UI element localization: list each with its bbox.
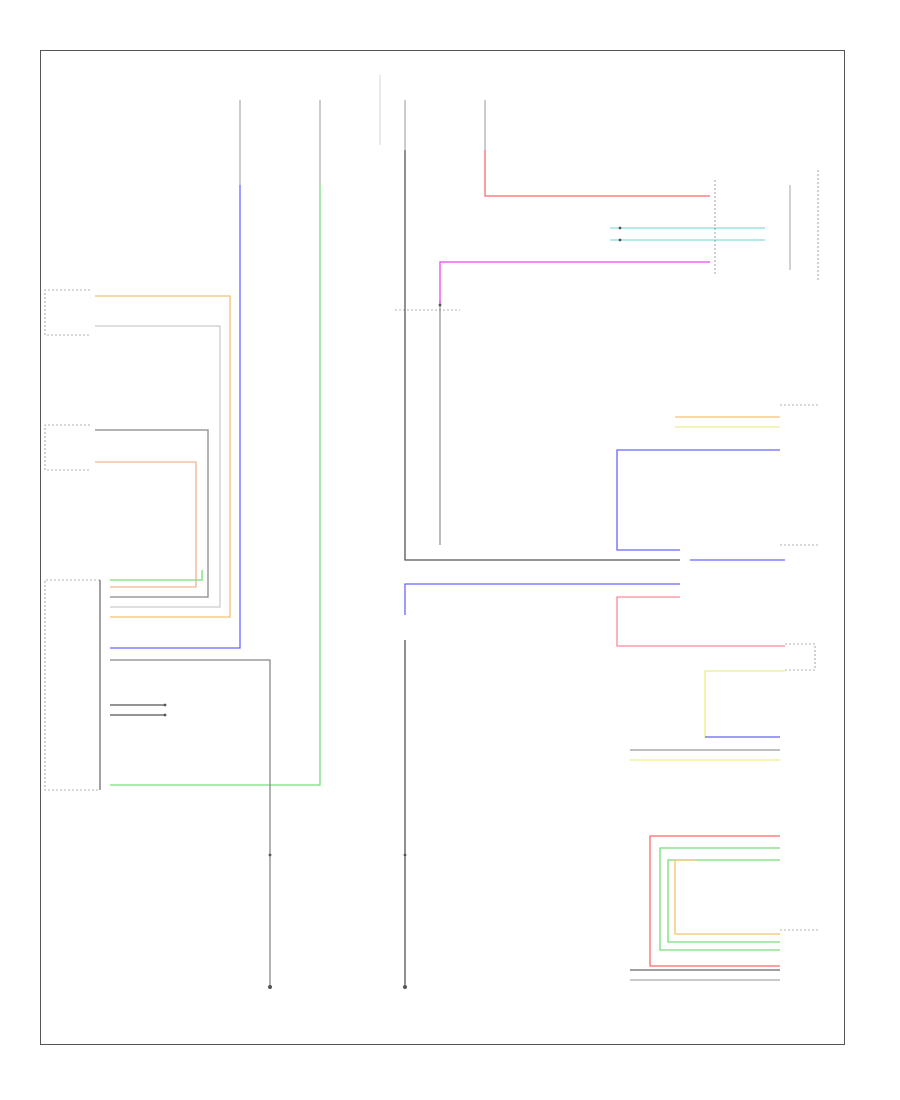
wire-magenta — [439, 261, 710, 305]
junction-6 — [618, 226, 622, 230]
wire-peach — [95, 461, 197, 588]
wire-pink-right — [616, 596, 785, 647]
wire-gray-down — [110, 659, 271, 985]
wire-darkgray — [95, 429, 209, 598]
ground-center — [403, 985, 407, 989]
wire-dark-center — [404, 150, 680, 561]
component-outlines — [44, 170, 820, 931]
ground-left — [268, 985, 272, 989]
junction-2 — [268, 853, 272, 857]
wires — [95, 150, 785, 985]
wire-green-short — [110, 570, 203, 581]
junction-1 — [438, 303, 442, 307]
wire-red-bundle — [649, 835, 780, 967]
junctions — [163, 226, 622, 989]
wire-green-main — [110, 185, 321, 786]
left-module-outline — [44, 579, 100, 791]
left-switch-1-outline — [44, 289, 90, 336]
wire-blue-main — [110, 185, 241, 649]
wire-lightgray — [95, 325, 221, 608]
diagram-frame — [40, 50, 845, 1045]
wire-orange — [95, 295, 231, 618]
right-conn-4 — [785, 643, 816, 671]
wire-red-top — [484, 150, 710, 197]
wire-green-bundle-2 — [667, 859, 780, 943]
top-feeds — [239, 75, 486, 190]
wire-orange-bundle — [674, 859, 780, 935]
wire-blue-right — [616, 449, 780, 551]
wire-yellow-lower — [704, 670, 785, 738]
junction-4 — [163, 703, 167, 707]
wire-green-bundle-1 — [659, 847, 780, 951]
left-switch-2-outline — [44, 424, 90, 471]
junction-3 — [403, 853, 407, 857]
wire-blue-center — [404, 583, 680, 615]
junction-7 — [618, 238, 622, 242]
junction-5 — [163, 713, 167, 717]
